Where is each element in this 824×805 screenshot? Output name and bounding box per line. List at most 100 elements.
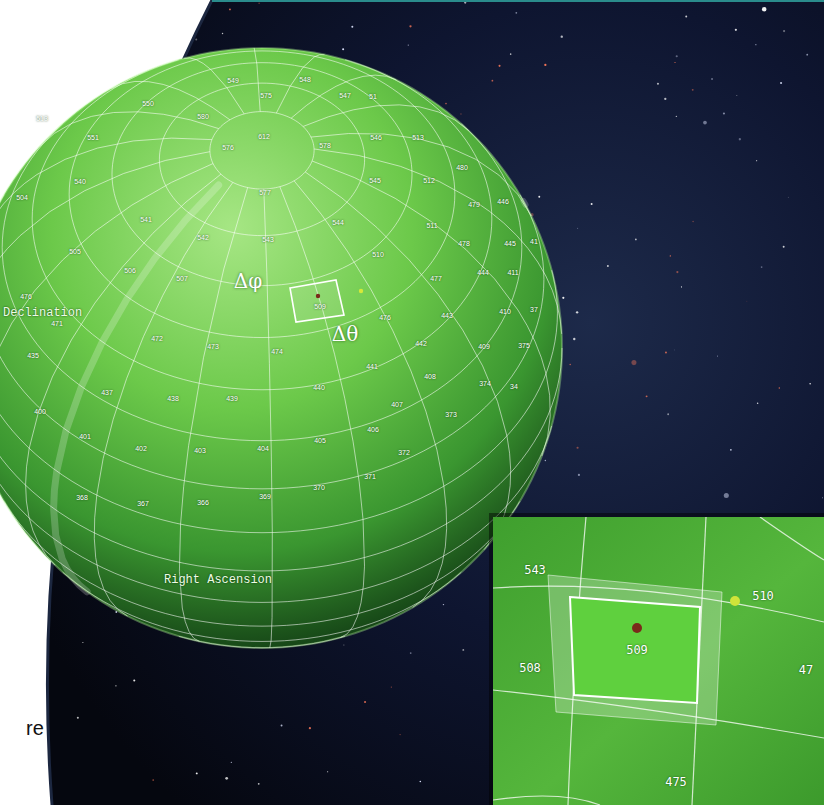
cell-number: 543: [262, 236, 274, 243]
cell-number: 547: [339, 92, 351, 99]
star: [578, 474, 580, 476]
cell-number: 578: [319, 142, 331, 149]
inset-cell-number: 475: [665, 776, 687, 788]
star: [327, 771, 328, 772]
cell-number: 541: [140, 216, 152, 223]
star: [364, 701, 366, 703]
inset-cell-number: 509: [626, 644, 648, 656]
cell-number: 512: [423, 177, 435, 184]
cell-number: 443: [441, 312, 453, 319]
cell-number: 366: [197, 499, 209, 506]
star: [762, 7, 767, 12]
star: [544, 64, 546, 66]
star: [591, 203, 593, 205]
cell-number: 403: [194, 447, 206, 454]
cell-number: 471: [51, 320, 63, 327]
star: [761, 266, 763, 268]
star: [82, 35, 84, 37]
cell-number: 480: [456, 164, 468, 171]
star: [82, 642, 83, 643]
star: [809, 383, 811, 385]
cell-number: 369: [259, 493, 271, 500]
star: [30, 82, 32, 84]
star: [724, 493, 729, 498]
yellow-object: [359, 289, 363, 293]
cell-number: 435: [27, 352, 39, 359]
star: [607, 265, 609, 267]
cell-number: 474: [271, 348, 283, 355]
cell-number: 612: [258, 133, 270, 140]
cell-number: 548: [299, 76, 311, 83]
star: [576, 311, 578, 313]
cell-number: 402: [135, 445, 147, 452]
star: [0, 741, 1, 742]
cell-number: 406: [367, 426, 379, 433]
star: [258, 783, 260, 785]
inset-cell-number: 47: [799, 664, 813, 676]
cell-number: 551: [87, 134, 99, 141]
star: [746, 300, 748, 302]
cell-number: 367: [137, 500, 149, 507]
cell-number: 505: [69, 248, 81, 255]
star: [576, 447, 578, 449]
cell-number: 509: [314, 303, 326, 310]
cell-number: 549: [227, 77, 239, 84]
inset-shadow: [489, 513, 824, 805]
star: [196, 772, 198, 774]
star: [573, 338, 575, 340]
cell-number: 445: [504, 240, 516, 247]
cell-number: 510: [372, 251, 384, 258]
cell-number: 479: [468, 201, 480, 208]
cell-number: 437: [101, 389, 113, 396]
cell-number: 576: [222, 144, 234, 151]
cell-number: 411: [507, 269, 518, 276]
cell-number: 577: [259, 189, 271, 196]
angle-label: Δθ: [332, 324, 358, 344]
star: [577, 228, 578, 229]
cell-number: 446: [497, 198, 509, 205]
cell-number: 507: [176, 275, 188, 282]
star: [195, 39, 197, 41]
star: [755, 44, 756, 45]
star: [757, 402, 758, 403]
star: [717, 356, 718, 357]
cell-number: 37: [530, 306, 538, 313]
star: [343, 644, 345, 646]
inset-cell-number: 508: [519, 662, 541, 674]
star: [703, 121, 707, 125]
star: [676, 55, 678, 57]
cell-number: 575: [260, 92, 272, 99]
cell-number: 545: [369, 177, 381, 184]
selected-cell: [290, 280, 344, 322]
star: [229, 8, 231, 10]
star: [739, 138, 741, 140]
star: [462, 649, 464, 651]
star: [231, 762, 232, 763]
star: [103, 60, 108, 65]
slide-text: re: [26, 718, 44, 738]
cell-number: 407: [391, 401, 403, 408]
cell-number: 542: [197, 234, 209, 241]
inset-grid-line: [493, 796, 600, 805]
cell-number: 373: [445, 411, 457, 418]
star: [460, 113, 462, 115]
star: [780, 82, 782, 84]
star: [351, 26, 353, 28]
star: [674, 62, 675, 63]
star: [736, 94, 738, 96]
cell-number: 441: [366, 363, 378, 370]
star: [222, 33, 223, 34]
cell-number: 513: [412, 134, 424, 141]
star: [723, 112, 725, 114]
star: [281, 724, 283, 726]
star: [561, 35, 563, 37]
cell-number: 401: [79, 433, 91, 440]
star: [631, 360, 636, 365]
cell-number: 580: [197, 113, 209, 120]
cell-number: 439: [226, 395, 238, 402]
star: [399, 734, 400, 735]
star: [806, 54, 808, 56]
star: [657, 83, 659, 85]
